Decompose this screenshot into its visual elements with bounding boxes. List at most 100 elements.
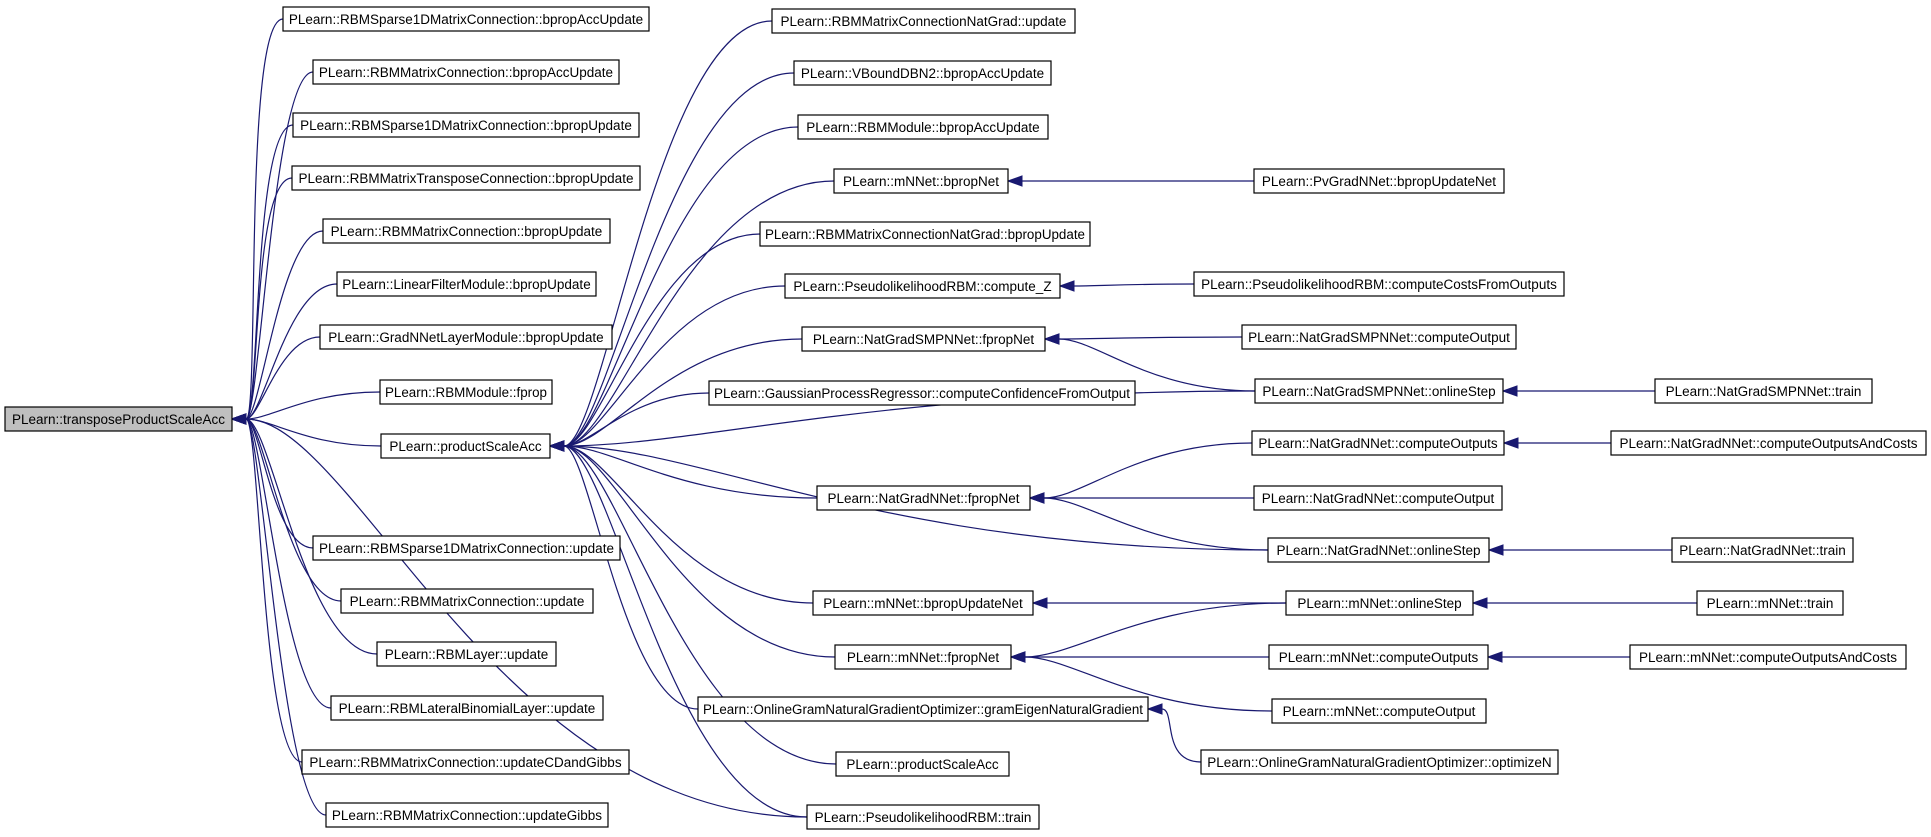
graph-node[interactable]: PLearn::RBMLayer::update — [376, 641, 557, 667]
graph-node[interactable]: PLearn::NatGradSMPNNet::onlineStep — [1254, 378, 1504, 404]
node-box — [1268, 644, 1489, 670]
graph-node[interactable]: PLearn::NatGradNNet::onlineStep — [1267, 537, 1490, 563]
node-box — [835, 751, 1010, 777]
graph-node[interactable]: PLearn::LinearFilterModule::bpropUpdate — [336, 271, 597, 297]
node-label: PLearn::RBMMatrixConnection::bpropAccUpd… — [319, 65, 613, 80]
edge-line — [245, 230, 324, 420]
graph-node[interactable]: PLearn::mNNet::bpropNet — [833, 168, 1009, 194]
graph-node[interactable]: PLearn::productScaleAcc — [835, 751, 1010, 777]
node-box — [282, 6, 650, 32]
graph-node[interactable]: PLearn::NatGradNNet::computeOutputsAndCo… — [1610, 430, 1927, 456]
graph-node[interactable]: PLearn::mNNet::computeOutput — [1271, 698, 1487, 724]
node-box — [312, 59, 620, 85]
graph-node[interactable]: PLearn::RBMMatrixConnection::updateCDand… — [301, 749, 630, 775]
graph-node[interactable]: PLearn::mNNet::computeOutputs — [1268, 644, 1489, 670]
edge-arrowhead — [1146, 703, 1163, 715]
edge-line — [245, 418, 332, 709]
graph-node[interactable]: PLearn::mNNet::fpropNet — [834, 644, 1012, 670]
node-label: PLearn::RBMMatrixConnection::bpropUpdate — [331, 224, 603, 239]
graph-node[interactable]: PLearn::RBMMatrixConnection::bpropUpdate — [322, 218, 611, 244]
graph-node[interactable]: PLearn::mNNet::bpropUpdateNet — [812, 590, 1034, 616]
node-box — [301, 749, 630, 775]
graph-node[interactable]: PLearn::VBoundDBN2::bpropAccUpdate — [793, 60, 1052, 86]
edge-line — [1024, 602, 1287, 658]
edge-line — [245, 336, 321, 420]
edge-line — [245, 418, 808, 818]
graph-node[interactable]: PLearn::GaussianProcessRegressor::comput… — [708, 380, 1136, 406]
node-label: PLearn::mNNet::train — [1707, 596, 1834, 611]
edge-arrowhead — [1043, 333, 1060, 345]
node-label: PLearn::GaussianProcessRegressor::comput… — [714, 386, 1130, 401]
edge-line — [563, 392, 710, 447]
graph-node[interactable]: PLearn::NatGradSMPNNet::computeOutput — [1241, 324, 1517, 350]
graph-node[interactable]: PLearn::OnlineGramNaturalGradientOptimiz… — [697, 696, 1149, 722]
node-label: PLearn::productScaleAcc — [389, 439, 542, 454]
edge-e5-to-d9 — [1028, 442, 1253, 504]
graph-node[interactable]: PLearn::RBMMatrixConnectionNatGrad::upda… — [771, 8, 1076, 34]
node-box — [380, 433, 551, 459]
edge-line — [563, 445, 837, 765]
node-label: PLearn::RBMSparse1DMatrixConnection::upd… — [319, 541, 614, 556]
graph-node[interactable]: PLearn::NatGradNNet::fpropNet — [816, 485, 1031, 511]
node-box — [379, 379, 553, 405]
graph-node[interactable]: PLearn::PseudolikelihoodRBM::train — [806, 804, 1040, 830]
node-label: PLearn::RBMSparse1DMatrixConnection::bpr… — [300, 118, 632, 133]
graph-node[interactable]: PLearn::NatGradNNet::train — [1671, 537, 1854, 563]
graph-node[interactable]: PLearn::mNNet::onlineStep — [1285, 590, 1474, 616]
graph-node[interactable]: PLearn::PseudolikelihoodRBM::computeCost… — [1193, 271, 1565, 297]
node-box — [4, 406, 233, 432]
node-box — [708, 380, 1136, 406]
graph-node[interactable]: PLearn::OnlineGramNaturalGradientOptimiz… — [1200, 749, 1559, 775]
node-box — [833, 168, 1009, 194]
edge-e8-to-d11 — [1009, 602, 1287, 663]
node-box — [834, 644, 1012, 670]
edge-line — [245, 418, 327, 816]
edge-c5-to-root — [230, 230, 324, 425]
graph-node[interactable]: PLearn::RBMModule::bpropAccUpdate — [797, 114, 1049, 140]
graph-node[interactable]: PLearn::RBMMatrixConnectionNatGrad::bpro… — [759, 221, 1091, 247]
edge-line — [1043, 497, 1269, 551]
node-box — [1254, 378, 1504, 404]
edge-arrowhead — [1058, 280, 1075, 292]
edge-e7-to-d9 — [1028, 492, 1269, 551]
graph-node[interactable]: PLearn::NatGradNNet::computeOutput — [1253, 485, 1503, 511]
graph-node[interactable]: PLearn::mNNet::computeOutputsAndCosts — [1629, 644, 1907, 670]
graph-node[interactable]: PLearn::PvGradNNet::bpropUpdateNet — [1253, 168, 1505, 194]
node-box — [759, 221, 1091, 247]
edge-line — [563, 445, 814, 604]
node-box — [812, 590, 1034, 616]
graph-node[interactable]: PLearn::productScaleAcc — [380, 433, 551, 459]
edge-arrowhead — [1006, 175, 1023, 187]
node-box — [793, 60, 1052, 86]
graph-node[interactable]: PLearn::mNNet::train — [1696, 590, 1844, 616]
edge-arrowhead — [1487, 544, 1504, 556]
graph-node[interactable]: PLearn::RBMMatrixConnection::update — [340, 588, 594, 614]
edge-c3-to-root — [230, 124, 294, 425]
edge-arrowhead — [1502, 437, 1519, 449]
root-node[interactable]: PLearn::transposeProductScaleAcc — [4, 406, 233, 432]
graph-node[interactable]: PLearn::RBMModule::fprop — [379, 379, 553, 405]
graph-node[interactable]: PLearn::PseudolikelihoodRBM::compute_Z — [784, 273, 1061, 299]
edge-e1-to-d4 — [1006, 175, 1254, 187]
graph-node[interactable]: PLearn::RBMSparse1DMatrixConnection::bpr… — [282, 6, 650, 32]
graph-node[interactable]: PLearn::RBMLateralBinomialLayer::update — [330, 695, 604, 721]
node-label: PLearn::RBMLayer::update — [385, 647, 549, 662]
graph-node[interactable]: PLearn::RBMMatrixConnection::bpropAccUpd… — [312, 59, 620, 85]
edge-line — [245, 418, 342, 602]
edge-line — [245, 418, 378, 655]
graph-node[interactable]: PLearn::NatGradSMPNNet::fpropNet — [801, 326, 1046, 352]
edge-line — [1161, 708, 1202, 763]
node-box — [291, 165, 641, 191]
node-label: PLearn::OnlineGramNaturalGradientOptimiz… — [1207, 755, 1551, 770]
graph-node[interactable]: PLearn::NatGradSMPNNet::train — [1654, 378, 1873, 404]
graph-node[interactable]: PLearn::GradNNetLayerModule::bpropUpdate — [319, 324, 613, 350]
graph-node[interactable]: PLearn::NatGradNNet::computeOutputs — [1251, 430, 1505, 456]
edge-line — [245, 391, 381, 420]
node-label: PLearn::VBoundDBN2::bpropAccUpdate — [801, 66, 1044, 81]
graph-node[interactable]: PLearn::RBMMatrixConnection::updateGibbs — [325, 802, 609, 828]
edge-line — [1024, 656, 1273, 712]
graph-node[interactable]: PLearn::RBMMatrixTransposeConnection::bp… — [291, 165, 641, 191]
node-label: PLearn::PseudolikelihoodRBM::train — [815, 810, 1032, 825]
graph-node[interactable]: PLearn::RBMSparse1DMatrixConnection::upd… — [312, 535, 621, 561]
graph-node[interactable]: PLearn::RBMSparse1DMatrixConnection::bpr… — [292, 112, 640, 138]
